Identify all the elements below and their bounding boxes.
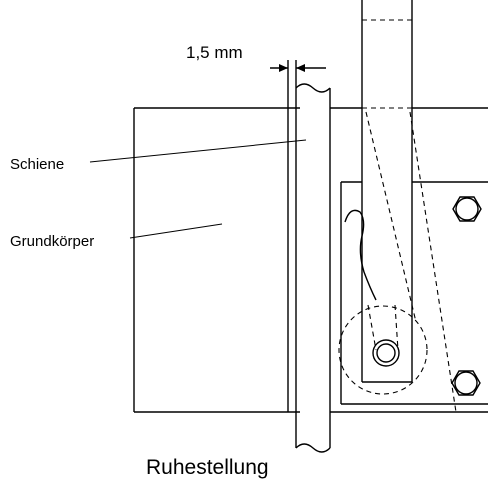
base-body	[133, 107, 488, 413]
gap-dimension-label: 1,5 mm	[186, 43, 243, 62]
rail	[295, 83, 331, 453]
pivot-pin	[372, 339, 400, 367]
body-leader-line	[129, 223, 223, 239]
lever-arm	[361, 0, 413, 383]
hex-bolt-lower-icon	[451, 370, 481, 396]
rail-label: Schiene	[10, 156, 64, 173]
rail-leader-line	[89, 139, 307, 163]
caption: Ruhestellung	[146, 456, 269, 479]
body-label: Grundkörper	[10, 233, 94, 250]
spring	[344, 209, 377, 301]
gap-dimension	[270, 60, 326, 108]
hex-bolt-upper-icon	[452, 196, 482, 222]
hidden-lines	[338, 111, 457, 413]
mounting-plate	[340, 181, 488, 405]
